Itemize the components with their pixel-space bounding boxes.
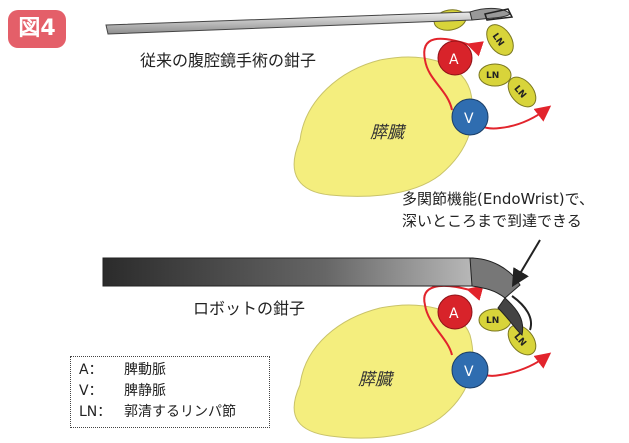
lymph-nodes-top: LN LN LN (433, 9, 537, 108)
note-line-1: 多関節機能(EndoWrist)で、 (402, 190, 594, 208)
legend-row-lymph-node: LN： 郭清するリンパ節 (79, 402, 261, 423)
legend-text: 郭清するリンパ節 (124, 404, 236, 420)
vein-label-top: V (464, 111, 474, 127)
legend-row-vein: V： 脾静脈 (79, 381, 261, 402)
caption-laparoscopic-forceps: 従来の腹腔鏡手術の鉗子 (140, 51, 317, 70)
laparoscopic-forceps (105, 7, 514, 35)
svg-text:LN: LN (486, 316, 499, 326)
artery-label-bottom: A (449, 306, 459, 322)
pancreas-label-top: 膵臓 (370, 123, 407, 143)
artery-label-top: A (449, 52, 459, 68)
vein-label-bottom: V (464, 364, 474, 380)
pancreas-label-bottom: 膵臓 (358, 370, 395, 390)
figure-badge: 図4 (8, 10, 66, 48)
legend-text: 脾静脈 (124, 383, 166, 399)
svg-text:LN: LN (486, 71, 499, 81)
artery-bottom (437, 294, 473, 330)
legend-box: A： 脾動脈 V： 脾静脈 LN： 郭清するリンパ節 (70, 356, 270, 428)
lymph-nodes-bottom: LN LN (478, 308, 537, 356)
vein-bottom (451, 351, 489, 389)
robotic-forceps (102, 257, 532, 336)
dissection-line-top-left (423, 37, 484, 111)
legend-row-artery: A： 脾動脈 (79, 360, 261, 381)
note-line-2: 深いところまで到達できる (402, 212, 582, 230)
caption-robotic-forceps: ロボットの鉗子 (193, 299, 306, 318)
legend-text: 脾動脈 (124, 362, 166, 378)
legend-key: V： (79, 383, 103, 399)
caption-endowrist-note: 多関節機能(EndoWrist)で、 深いところまで到達できる (402, 188, 594, 232)
annotation-arrow (511, 239, 541, 288)
vein-top (451, 98, 489, 136)
artery-top (437, 40, 473, 76)
legend-key: LN： (79, 404, 112, 420)
legend-key: A： (79, 362, 103, 378)
